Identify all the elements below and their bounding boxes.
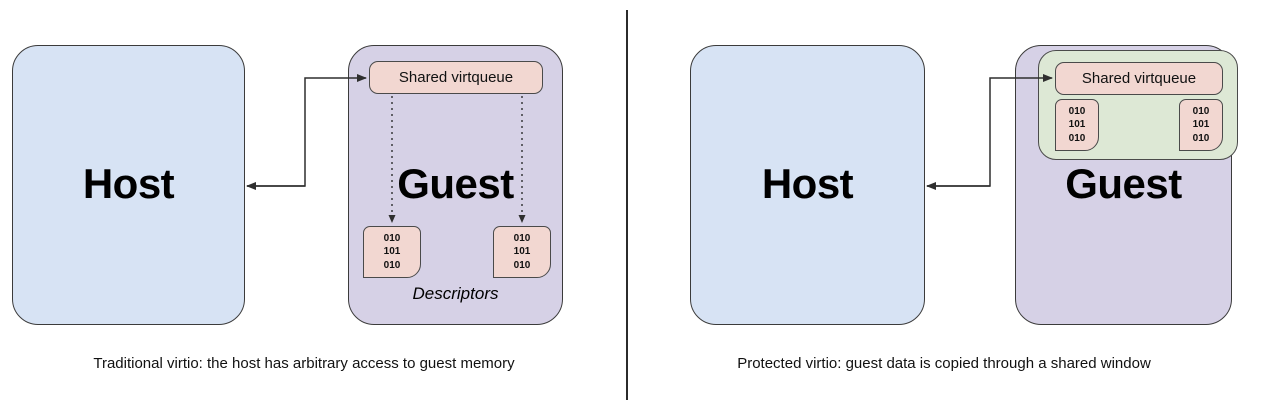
right-host-box (690, 45, 925, 325)
panel-divider (626, 10, 628, 400)
right-descriptor-0: 010 101 010 (1055, 99, 1099, 151)
right-descriptor-0-line-1: 101 (1068, 119, 1086, 131)
right-descriptor-0-line-0: 010 (1068, 105, 1086, 117)
left-descriptor-1-line-0: 010 (513, 232, 531, 244)
left-shared-virtqueue-box: Shared virtqueue (369, 61, 543, 94)
right-descriptor-1-line-0: 010 (1192, 105, 1210, 117)
right-descriptor-1: 010 101 010 (1179, 99, 1223, 151)
right-descriptor-1-line-2: 010 (1192, 132, 1210, 144)
right-host-label: Host (761, 160, 854, 207)
left-descriptor-1: 010 101 010 (493, 226, 551, 278)
left-descriptor-1-line-2: 010 (513, 259, 531, 271)
left-descriptor-0-line-0: 010 (383, 232, 401, 244)
right-descriptor-1-line-1: 101 (1192, 119, 1210, 131)
left-host-label: Host (82, 160, 175, 207)
left-descriptor-0-line-2: 010 (383, 259, 401, 271)
left-descriptor-0: 010 101 010 (363, 226, 421, 278)
left-descriptor-0-line-1: 101 (383, 246, 401, 258)
right-caption: Protected virtio: guest data is copied t… (737, 355, 1151, 372)
right-descriptor-0-line-2: 010 (1068, 132, 1086, 144)
left-descriptors-label: Descriptors (412, 284, 499, 303)
left-caption: Traditional virtio: the host has arbitra… (93, 355, 515, 372)
left-descriptor-1-line-1: 101 (513, 246, 531, 258)
left-host-box (12, 45, 245, 325)
left-guest-label: Guest (397, 160, 514, 207)
right-guest-label: Guest (1065, 160, 1182, 207)
right-shared-virtqueue-box: Shared virtqueue (1055, 62, 1223, 95)
